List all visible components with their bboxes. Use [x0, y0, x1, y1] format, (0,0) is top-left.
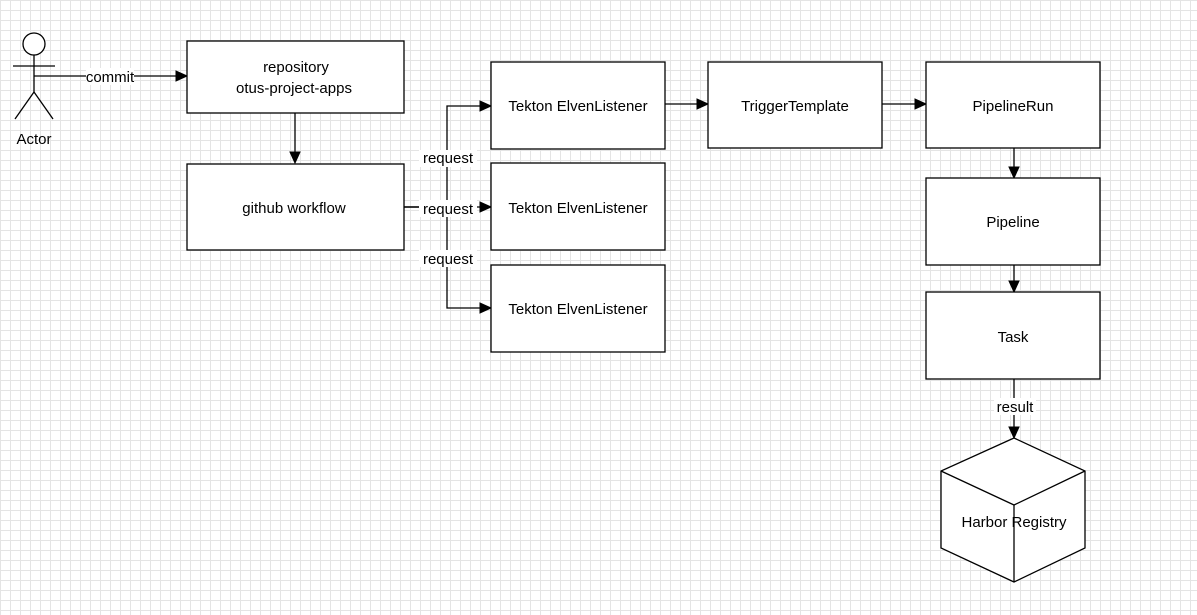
node-pipeline[interactable]: Pipeline [925, 177, 1101, 266]
node-pipeline-label: Pipeline [986, 214, 1039, 231]
node-github-workflow[interactable]: github workflow [186, 163, 405, 251]
arrowhead-icon [479, 201, 493, 213]
arrowhead-icon [479, 100, 493, 112]
edges: commit request request request [34, 68, 1036, 440]
node-task[interactable]: Task [925, 291, 1101, 380]
node-trigger-template-label: TriggerTemplate [741, 98, 849, 115]
edge-label-commit: commit [86, 69, 135, 86]
node-task-label: Task [998, 329, 1029, 346]
arrowhead-icon [696, 98, 710, 110]
node-harbor-registry-label: Harbor Registry [961, 514, 1067, 531]
arrowhead-icon [479, 302, 493, 314]
node-listener-2[interactable]: Tekton ElvenListener [490, 162, 666, 251]
node-listener-3[interactable]: Tekton ElvenListener [490, 264, 666, 353]
edge-listener-to-triggertemplate[interactable] [665, 98, 710, 110]
edge-commit[interactable]: commit [34, 68, 189, 86]
node-github-workflow-label: github workflow [242, 200, 346, 217]
node-listener-3-label: Tekton ElvenListener [508, 301, 647, 318]
actor-right-leg [33, 91, 54, 120]
cube-icon [940, 437, 1086, 583]
arrowhead-icon [175, 70, 189, 82]
node-harbor-registry[interactable]: Harbor Registry [940, 437, 1086, 583]
node-listener-1[interactable]: Tekton ElvenListener [490, 61, 666, 150]
node-repository[interactable]: repository otus-project-apps [186, 40, 405, 114]
node-repository-line1: repository [263, 59, 329, 76]
actor-left-leg [14, 91, 35, 120]
edge-pipeline-to-task[interactable] [1008, 265, 1020, 294]
node-pipeline-run[interactable]: PipelineRun [925, 61, 1101, 149]
actor-head [22, 32, 46, 56]
arrowhead-icon [1008, 426, 1020, 440]
edge-label-request-3: request [423, 251, 474, 268]
arrowhead-icon [914, 98, 928, 110]
arrowhead-icon [1008, 280, 1020, 294]
edge-label-request-1: request [423, 150, 474, 167]
edge-pipelinerun-to-pipeline[interactable] [1008, 148, 1020, 180]
edge-label-request-2: request [423, 201, 474, 218]
node-trigger-template[interactable]: TriggerTemplate [707, 61, 883, 149]
arrowhead-icon [1008, 166, 1020, 180]
node-pipeline-run-label: PipelineRun [973, 98, 1054, 115]
edge-triggertemplate-to-pipelinerun[interactable] [882, 98, 928, 110]
arrowhead-icon [289, 151, 301, 165]
actor[interactable]: Actor [13, 32, 55, 148]
edge-result[interactable]: result [994, 379, 1036, 440]
node-repository-line2: otus-project-apps [236, 80, 352, 97]
edge-label-result: result [997, 399, 1035, 416]
edge-repository-to-workflow[interactable] [289, 113, 301, 165]
node-listener-2-label: Tekton ElvenListener [508, 200, 647, 217]
node-listener-1-label: Tekton ElvenListener [508, 98, 647, 115]
actor-label: Actor [16, 131, 51, 148]
